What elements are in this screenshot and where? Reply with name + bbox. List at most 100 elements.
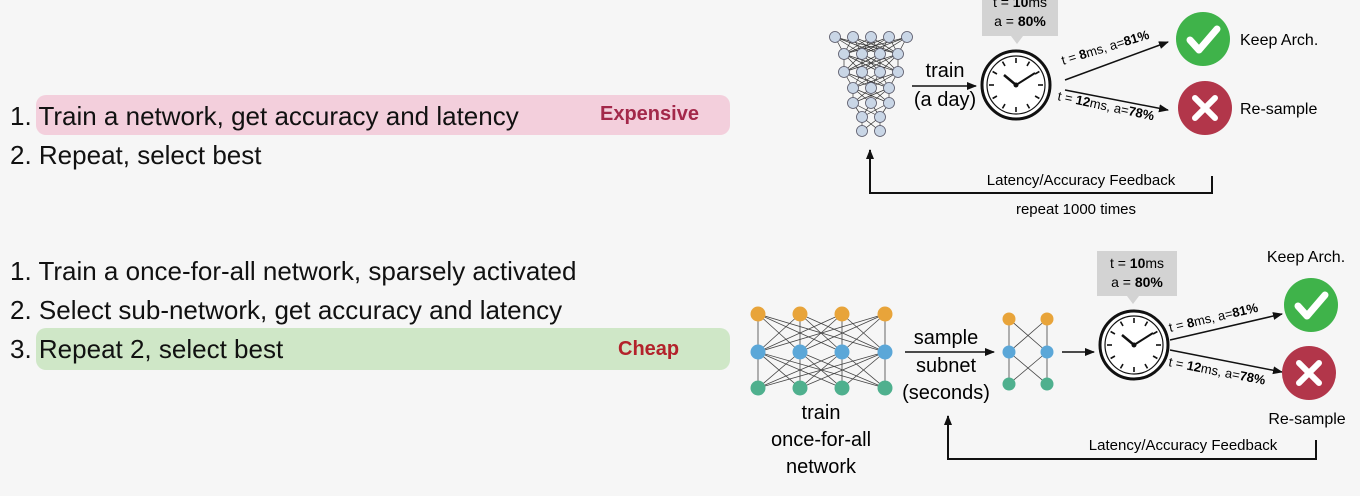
network-node [750, 306, 766, 322]
network-node [834, 344, 850, 360]
network-node [883, 31, 895, 43]
network-edge [757, 313, 843, 353]
network-node [883, 97, 895, 109]
svg-text:t = 10ms: t = 10ms [1110, 255, 1164, 271]
svg-text:a = 80%: a = 80% [994, 13, 1046, 29]
network-node [856, 111, 868, 123]
top-upper-branch-label: t = 8ms, a=81% [1059, 27, 1151, 68]
top-step-2: 2. Repeat, select best [10, 140, 262, 170]
network-node [1040, 377, 1054, 391]
bottom-latency-bubble: t = 10ms a = 80% [1097, 251, 1177, 304]
network-node [792, 306, 808, 322]
top-keep-arrow [1064, 41, 1169, 81]
network-edge [841, 351, 886, 389]
clock-icon [1098, 309, 1170, 381]
ofa-label-line3: network [786, 456, 857, 478]
network-node [834, 306, 850, 322]
bottom-keep-arrow [1169, 312, 1283, 341]
top-resample-label: Re-sample [1240, 101, 1317, 118]
clock-tick [992, 95, 998, 100]
check-icon [1176, 12, 1230, 66]
network-node [877, 344, 893, 360]
top-network [829, 31, 913, 137]
top-train-duration: (a day) [914, 89, 976, 111]
network-node [874, 111, 886, 123]
network-edge [861, 53, 899, 73]
network-node [856, 66, 868, 78]
clock-tick [1026, 103, 1031, 109]
top-repeat-label: repeat 1000 times [1016, 201, 1136, 218]
network-node [792, 344, 808, 360]
network-node [1002, 345, 1016, 359]
sample-label-line2: subnet [916, 355, 976, 377]
cheap-highlight [36, 328, 730, 370]
top-lower-branch-label: t = 12ms, a=78% [1056, 88, 1156, 123]
bottom-feedback-label: Latency/Accuracy Feedback [1089, 437, 1278, 454]
network-edge [757, 351, 801, 389]
network-node [901, 31, 913, 43]
cross-icon [1178, 81, 1232, 135]
network-node [1040, 312, 1054, 326]
bottom-step-1: 1. Train a once-for-all network, sparsel… [10, 256, 577, 286]
clock-tick [992, 70, 998, 75]
ofa-label-line1: train [802, 402, 841, 424]
network-node [856, 48, 868, 60]
sample-label-line3: (seconds) [902, 382, 990, 404]
network-node [865, 82, 877, 94]
network-edge [843, 53, 899, 73]
network-node [892, 66, 904, 78]
network-node [1002, 312, 1016, 326]
network-edge [757, 313, 801, 353]
cheap-badge: Cheap [618, 338, 680, 360]
network-node [865, 31, 877, 43]
clock-tick [1152, 330, 1158, 335]
network-node [750, 380, 766, 396]
clock-tick [1119, 363, 1124, 369]
sub-network [1002, 312, 1054, 391]
top-resample-arrow [1064, 89, 1169, 113]
top-latency-bubble: t = 10ms a = 80% [982, 0, 1058, 44]
clock-tick [1034, 70, 1040, 75]
clock-tick [1144, 363, 1149, 369]
network-edge [843, 53, 881, 73]
sample-label-line1: sample [914, 327, 978, 349]
network-node [847, 82, 859, 94]
network-node [834, 380, 850, 396]
clock-tick [1001, 61, 1006, 67]
top-feedback-arrow [866, 149, 1213, 194]
network-node [750, 344, 766, 360]
network-edge [861, 36, 908, 55]
clock-tick [1110, 330, 1116, 335]
network-edge [799, 351, 886, 389]
network-node [792, 380, 808, 396]
bottom-resample-arrow [1169, 349, 1283, 375]
clock-icon [980, 49, 1052, 121]
network-node [856, 125, 868, 137]
network-node [892, 48, 904, 60]
network-node [877, 306, 893, 322]
clock-tick [1119, 321, 1124, 327]
bottom-keep-label: Keep Arch. [1267, 249, 1345, 266]
bottom-lower-branch-label: t = 12ms, a=78% [1167, 354, 1267, 388]
network-edge [757, 351, 886, 389]
top-keep-label: Keep Arch. [1240, 32, 1318, 49]
clock-tick [1110, 355, 1116, 360]
network-node [838, 66, 850, 78]
network-node [883, 82, 895, 94]
network-node [865, 97, 877, 109]
once-for-all-network [750, 306, 893, 396]
network-edge [852, 87, 890, 104]
expensive-highlight [36, 95, 730, 135]
clock-tick [1026, 61, 1031, 67]
expensive-badge: Expensive [600, 103, 699, 125]
network-edge [1008, 318, 1048, 353]
bottom-step-3: 3. Repeat 2, select best [10, 334, 284, 364]
svg-text:a = 80%: a = 80% [1111, 274, 1163, 290]
network-edge [799, 313, 886, 353]
network-edge [852, 71, 899, 89]
network-node [1002, 377, 1016, 391]
clock-tick [1144, 321, 1149, 327]
network-node [874, 48, 886, 60]
clock-tick [1001, 103, 1006, 109]
